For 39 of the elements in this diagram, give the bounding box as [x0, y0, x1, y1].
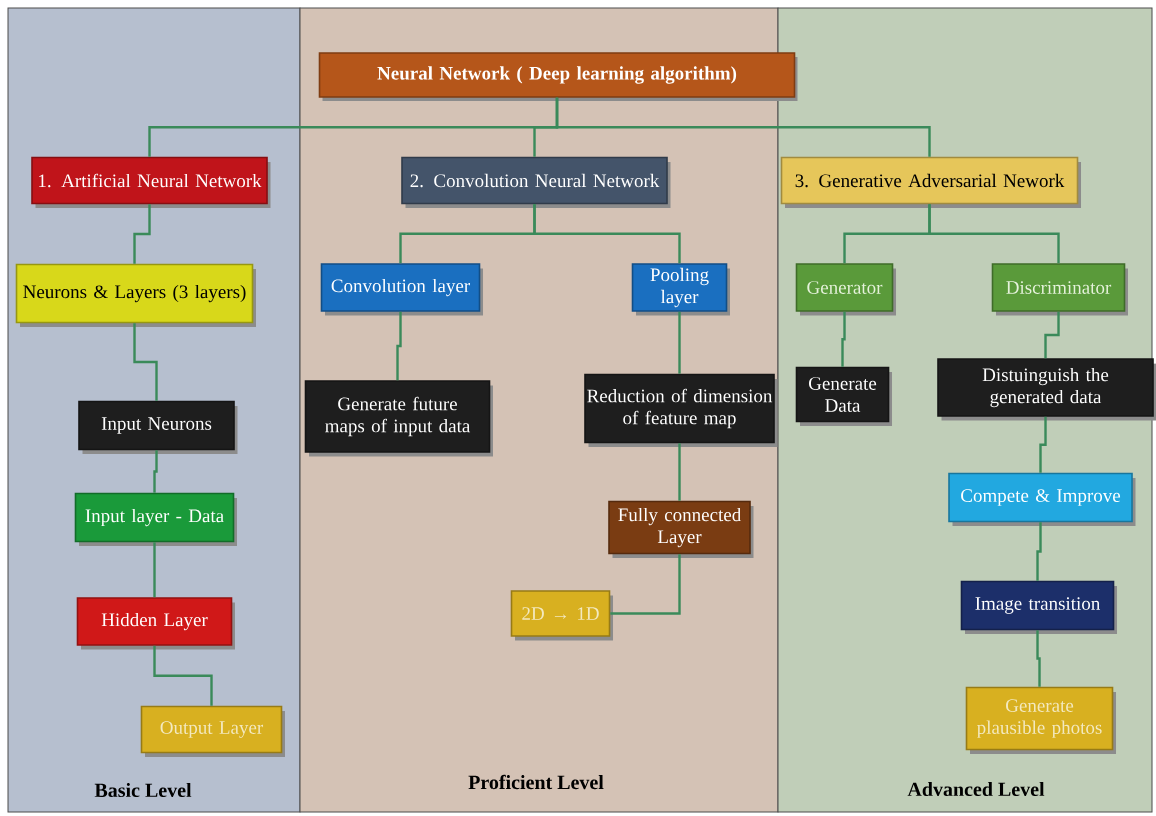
connector-line [396, 311, 402, 381]
process-box: Discriminator [991, 263, 1128, 316]
process-box: 1. Artificial Neural Network [31, 156, 271, 208]
connector-line [1044, 311, 1060, 359]
connector-line [153, 450, 158, 493]
process-box: Pooling layer [631, 263, 730, 316]
connector-line [533, 204, 681, 264]
connector-line [133, 323, 158, 401]
process-box: 2D → 1D [510, 590, 613, 641]
process-box: Generator [795, 263, 896, 316]
process-box: Fully connected Layer [608, 500, 754, 558]
connector-line [1039, 416, 1047, 473]
process-box: Convolution layer [320, 263, 483, 316]
process-box: Neural Network ( Deep learning algorithm) [318, 52, 798, 101]
process-box: Reduction of dimension of feature map [584, 373, 778, 447]
connector-line [1036, 522, 1042, 581]
connector-line [153, 645, 213, 706]
process-box: Input layer - Data [74, 492, 237, 546]
connector-line [555, 97, 931, 157]
connector-line [610, 554, 681, 615]
process-box: Neurons & Layers (3 layers) [15, 263, 256, 327]
connector-line [678, 443, 681, 501]
process-box: Generate Data [795, 366, 892, 426]
process-box: 3. Generative Adversarial Nework [780, 156, 1081, 208]
process-box: Generate plausible photos [965, 686, 1116, 754]
process-box: 2. Convolution Neural Network [401, 156, 671, 208]
connector-line [153, 542, 156, 598]
process-box: Input Neurons [78, 400, 238, 454]
process-box: Generate future maps of input data [304, 380, 493, 457]
process-box: Distuinguish the generated data [937, 358, 1156, 421]
process-box: Output Layer [140, 705, 285, 757]
process-box: Image transition [960, 580, 1117, 634]
process-box: Hidden Layer [76, 597, 235, 650]
connector-line [1036, 630, 1041, 687]
process-box: Compete & Improve [948, 472, 1136, 526]
connector-line [133, 204, 151, 264]
connector-line [928, 204, 1060, 264]
connector-line [841, 311, 846, 367]
connector-line [678, 311, 681, 374]
